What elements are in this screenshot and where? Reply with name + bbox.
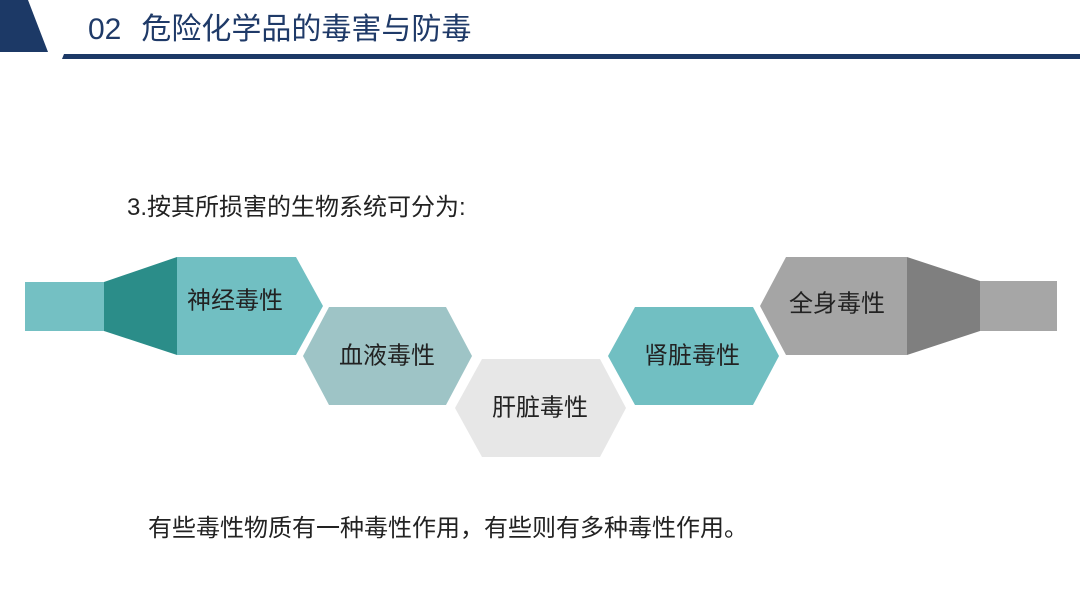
- systemic-toxicity-hexagon: [760, 257, 907, 355]
- start-connector-bar: [25, 282, 104, 331]
- header-chrome: [0, 0, 1080, 59]
- summary-note: 有些毒性物质有一种毒性作用，有些则有多种毒性作用。: [148, 515, 748, 542]
- end-connector-cone: [907, 257, 980, 355]
- hematotoxicity-label: 血液毒性: [339, 343, 435, 370]
- hepatotoxicity-hexagon: [455, 359, 626, 457]
- hematotoxicity-hexagon: [303, 307, 472, 405]
- systemic-toxicity-label: 全身毒性: [789, 291, 885, 318]
- header-accent-shape: [0, 0, 48, 52]
- start-connector-cone: [104, 257, 177, 355]
- hepatotoxicity-label: 肝脏毒性: [492, 395, 588, 422]
- nephrotoxicity-hexagon: [608, 307, 779, 405]
- neurotoxicity-label: 神经毒性: [187, 288, 283, 315]
- section-number: 02: [88, 13, 122, 46]
- title-row: 02 危险化学品的毒害与防毒: [88, 9, 471, 51]
- neurotoxicity-hexagon: [177, 257, 323, 355]
- end-connector-bar: [980, 281, 1057, 331]
- header-divider-line: [62, 54, 1080, 59]
- slide-title: 危险化学品的毒害与防毒: [141, 13, 472, 46]
- nephrotoxicity-label: 肾脏毒性: [644, 343, 740, 370]
- intro-text: 3.按其所损害的生物系统可分为:: [127, 194, 466, 221]
